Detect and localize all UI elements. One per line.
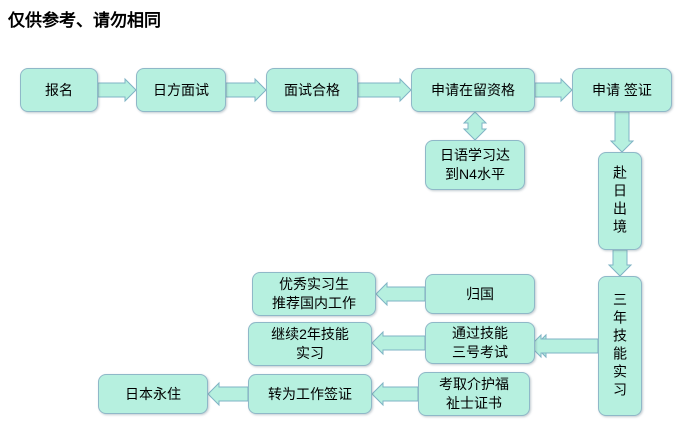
flow-arrow-hege-to-zailiu xyxy=(357,77,412,103)
flow-node-jixu2nian: 继续2年技能 实习 xyxy=(248,322,372,366)
flow-node-zailiu: 申请在留资格 xyxy=(411,68,535,112)
flow-node-label: 日本永住 xyxy=(125,385,181,402)
flow-node-label: 通过技能 三号考试 xyxy=(452,325,508,360)
flow-node-label: 报名 xyxy=(45,81,73,98)
flow-node-zhuanwei: 转为工作签证 xyxy=(248,374,372,414)
flow-arrow-jiehu-to-zhuanwei xyxy=(371,381,419,407)
flow-node-jiehu: 考取介护福 祉士证书 xyxy=(418,372,530,416)
flow-node-label: 赴日出境 xyxy=(612,165,628,237)
flow-arrow-rifang-to-hege xyxy=(225,77,267,103)
flow-arrow-sannian-to-guiguo xyxy=(534,333,599,359)
flow-node-label: 转为工作签证 xyxy=(268,385,352,402)
flow-node-label: 日语学习达 到N4水平 xyxy=(440,147,510,182)
flow-node-sannian: 三年技能实习 xyxy=(598,276,642,416)
flow-node-label: 归国 xyxy=(466,285,494,302)
flow-node-label: 日方面试 xyxy=(153,81,209,98)
flow-node-sanhao: 通过技能 三号考试 xyxy=(425,322,535,364)
flow-node-guiguo: 归国 xyxy=(425,274,535,314)
flow-arrow-qianzheng-to-furi xyxy=(609,111,635,153)
flow-arrow-sanhao-to-jixu2nian xyxy=(371,330,426,356)
flow-node-rifang: 日方面试 xyxy=(136,68,226,112)
flow-node-baoming: 报名 xyxy=(20,68,98,112)
flow-node-furi: 赴日出境 xyxy=(598,152,642,250)
flow-node-n4: 日语学习达 到N4水平 xyxy=(425,140,525,190)
flow-node-label: 面试合格 xyxy=(284,81,340,98)
flow-node-label: 优秀实习生 推荐国内工作 xyxy=(272,276,356,311)
flow-arrow-sannian-to-sanhao xyxy=(534,333,599,359)
flow-arrow-zhuanwei-to-yongzhu xyxy=(207,381,249,407)
flow-node-yongzhu: 日本永住 xyxy=(98,374,208,414)
flow-node-label: 考取介护福 祉士证书 xyxy=(439,376,509,411)
flow-arrow-guiguo-to-youxiu xyxy=(375,281,426,307)
flow-node-hege: 面试合格 xyxy=(266,68,358,112)
flow-node-label: 三年技能实习 xyxy=(612,292,628,400)
flow-node-youxiu: 优秀实习生 推荐国内工作 xyxy=(252,272,376,316)
flow-arrow-furi-to-sannian xyxy=(607,249,633,277)
flow-arrow-sannian-to-jiehu xyxy=(529,333,599,359)
flow-arrow-zailiu-to-qianzheng xyxy=(534,77,573,103)
flow-node-label: 继续2年技能 实习 xyxy=(271,326,349,361)
flow-arrow-baoming-to-rifang xyxy=(97,77,137,103)
flow-arrow-n4-to-zailiu xyxy=(462,111,488,141)
flow-node-label: 申请在留资格 xyxy=(431,81,515,98)
flow-node-label: 申请 签证 xyxy=(592,81,652,98)
flow-node-qianzheng: 申请 签证 xyxy=(572,68,672,112)
page-title: 仅供参考、请勿相同 xyxy=(8,11,161,30)
